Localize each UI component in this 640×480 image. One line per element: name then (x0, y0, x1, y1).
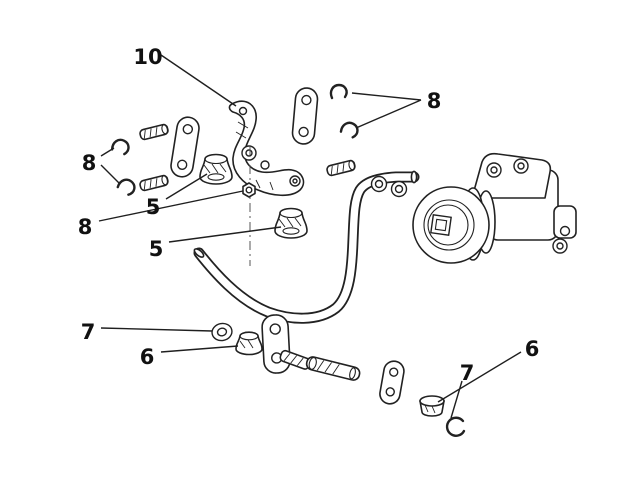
lever-arm (228, 100, 305, 197)
callout-5-lower: 5 (149, 237, 164, 261)
callout-7-right: 7 (460, 361, 475, 385)
bushing-lower (274, 207, 308, 239)
retaining-clip-right-upper (329, 83, 348, 100)
leader-lines (98, 54, 522, 419)
stabilizer-bar (193, 170, 420, 324)
valve-outlet-boss (553, 205, 577, 239)
retaining-clip-right-lower (339, 121, 359, 139)
retaining-clip-left-upper (110, 138, 130, 156)
stud-pin-lower (139, 174, 169, 192)
stud-pin-right (326, 159, 356, 177)
link-plate-lower-right (379, 360, 405, 405)
end-cap (419, 395, 445, 417)
callout-6-left: 6 (140, 345, 155, 369)
washer-pair (370, 175, 408, 198)
callout-8-left-up: 8 (82, 151, 97, 175)
link-plate-lower (261, 314, 291, 374)
retaining-clip-left-lower (116, 178, 136, 196)
bushing-lower-left (235, 331, 263, 356)
snap-ring (445, 416, 466, 437)
control-valve-assembly (412, 152, 577, 264)
callout-5-upper: 5 (146, 195, 161, 219)
stud-pin-upper (139, 123, 169, 141)
link-plate-upper-left (170, 116, 200, 178)
bar-end-cap-right (410, 170, 418, 184)
bushing-upper (199, 153, 233, 185)
callout-8-right: 8 (427, 89, 442, 113)
bar-end-cap-left (193, 248, 205, 258)
callout-10: 10 (133, 45, 162, 69)
canister-square-port (430, 214, 452, 236)
small-nut (242, 182, 256, 198)
callout-8-left-lo: 8 (78, 215, 93, 239)
link-plate-upper-right (291, 87, 319, 145)
callout-6-right: 6 (525, 337, 540, 361)
callout-7-left: 7 (81, 320, 96, 344)
clevis-pin (305, 356, 361, 381)
washer-lower-left (211, 322, 233, 342)
